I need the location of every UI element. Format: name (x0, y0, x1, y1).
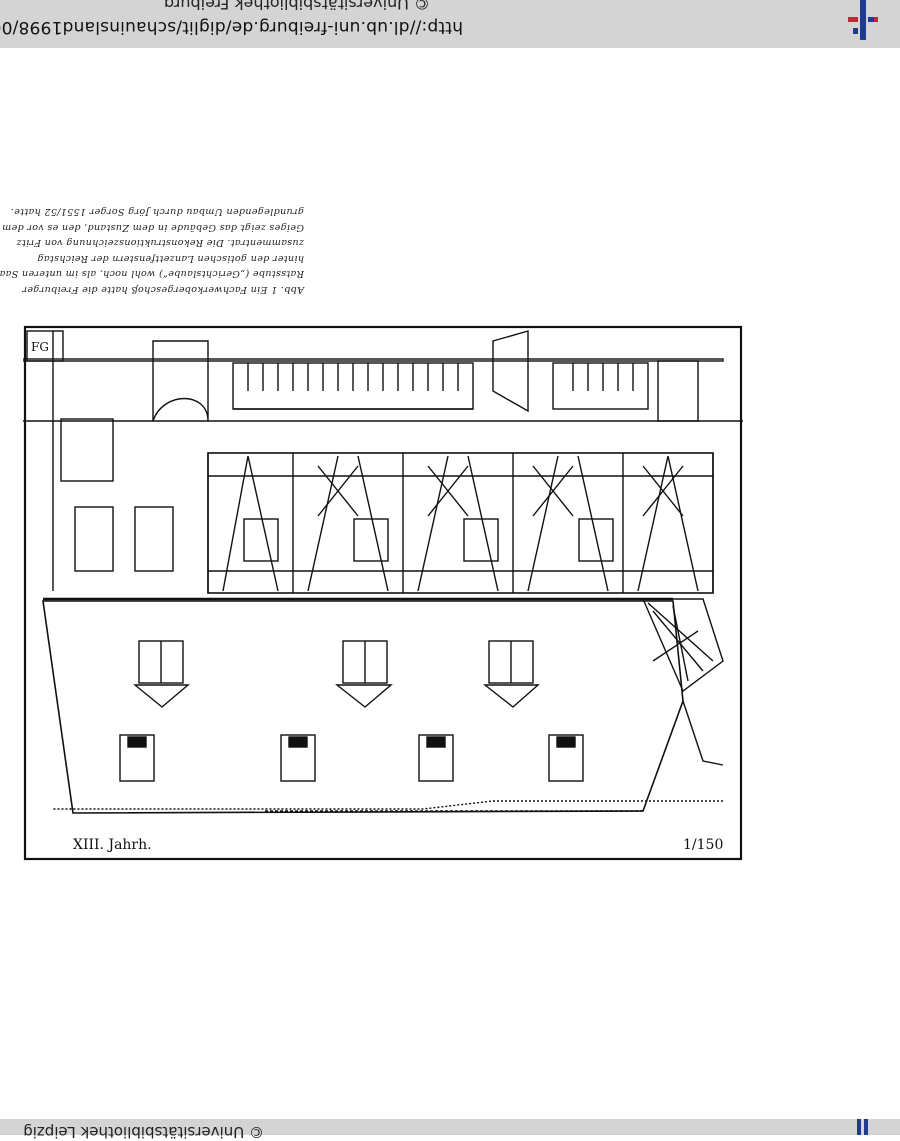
caption-line: Ratsstube („Gerichtslaube“) wohl noch, a… (0, 268, 304, 280)
caption-line: Abb. 1 Ein Fachwerkobergeschoß hatte die… (22, 284, 304, 295)
source-url[interactable]: http://dl.ub.uni-freiburg.de/diglit/scha… (0, 17, 463, 37)
drawing-scale: 1/150 (683, 837, 723, 853)
caption-line: Geiges zeigt das Gebäude in dem Zustand,… (1, 222, 304, 233)
library-logo-icon (848, 0, 878, 40)
drawing-signature: XIII. Jahrh. (73, 837, 152, 853)
caption-line: zusammentrat. Die Rekonstruktionszeichnu… (16, 237, 304, 249)
timber-windows (243, 518, 614, 562)
header-copyright: © Universitätsbibliothek Freiburg (163, 0, 430, 13)
dormer-row-upper (133, 640, 540, 708)
gothic-windows (23, 330, 724, 422)
figure-caption: Abb. 1 Ein Fachwerkobergeschoß hatte die… (0, 204, 304, 297)
caption-line: hinter den gotischen Lanzettfenstern der… (37, 253, 304, 264)
reconstruction-drawing: XIII. Jahrh. 1/150 FG (23, 325, 743, 861)
dormer-row-lower (119, 734, 584, 782)
drawing-monogram: FG (31, 340, 49, 354)
caption-line: grundlegenden Umbau durch Jörg Sorger 15… (10, 206, 304, 218)
timber-frame (207, 453, 714, 593)
footer-logo-icon (857, 1119, 868, 1135)
footer-copyright: © Universitätsbibliothek Leipzig (23, 1123, 264, 1141)
